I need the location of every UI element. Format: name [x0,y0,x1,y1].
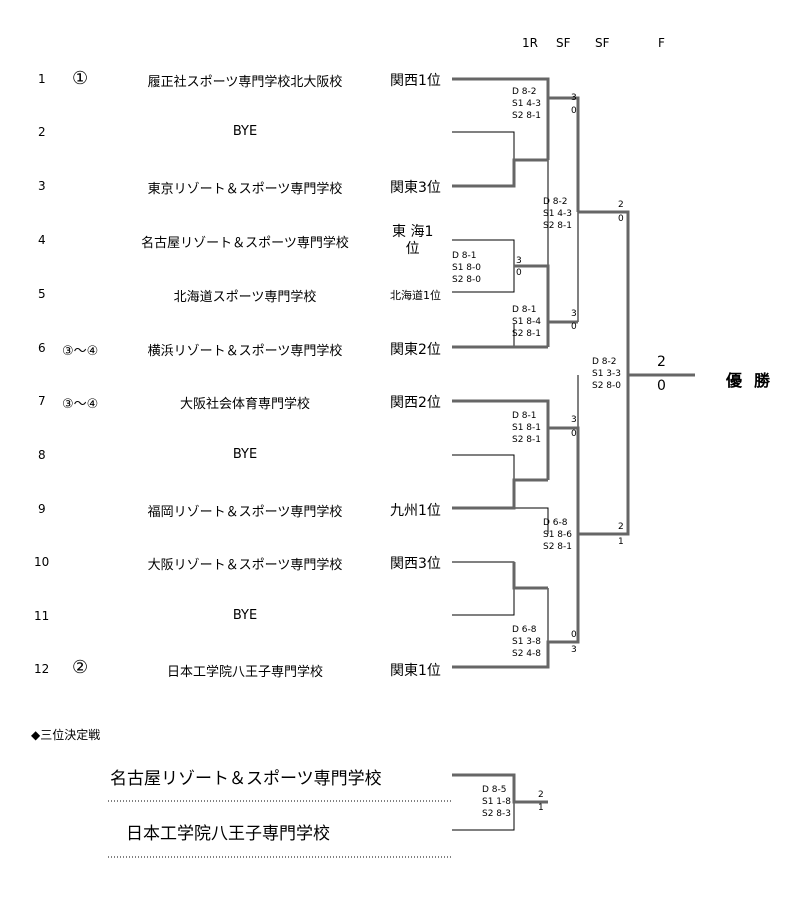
entry-qualifier: 関東2位 [390,342,441,358]
third-place-dotted-lines [108,800,452,858]
match-score-m1012: D 6-8 S1 3-8 S2 4-8 [512,625,541,659]
match-result-top: 3 [571,309,577,319]
entry-qualifier: 関西1位 [390,73,441,89]
round-header-sf-2: SF [595,36,610,50]
bracket-winner-lines [452,77,695,804]
entry-number: 3 [38,179,46,193]
entry-qualifier: 関西3位 [390,556,441,572]
entry-number: 10 [34,555,50,569]
match-score-sf-bottom: D 6-8 S1 8-6 S2 8-1 [543,518,572,552]
match-result-bottom: 1 [618,537,624,547]
match-result-top: 2 [538,790,544,800]
match-result-bottom: 0 [571,429,577,439]
entry-number: 11 [34,609,50,623]
entry-number: 9 [38,502,46,516]
third-place-school-a: 名古屋リゾート＆スポーツ専門学校 [110,769,382,789]
entry-school: 名古屋リゾート＆スポーツ専門学校 [141,236,349,251]
match-result-top: 3 [571,93,577,103]
entry-school: 横浜リゾート＆スポーツ専門学校 [147,344,343,359]
entry-school: BYE [232,608,258,623]
match-result-top: 0 [571,630,577,640]
entry-seed: ② [72,657,89,678]
match-score-m456: D 8-1 S1 8-4 S2 8-1 [512,305,541,339]
entry-number: 12 [34,662,50,676]
entry-seed: ③～④ [62,397,99,412]
round-header-f: F [658,36,665,50]
match-score-m13: D 8-2 S1 4-3 S2 8-1 [512,87,541,121]
third-place-title: ◆三位決定戦 [31,728,101,742]
entry-number: 4 [38,233,46,247]
entry-school: 福岡リゾート＆スポーツ専門学校 [147,505,343,520]
final-result-bottom: 0 [657,378,666,394]
match-result-top: 3 [571,415,577,425]
match-score-sf-top: D 8-2 S1 4-3 S2 8-1 [543,197,572,231]
entry-school: 大阪社会体育専門学校 [179,397,310,412]
match-score-m45: D 8-1 S1 8-0 S2 8-0 [452,251,481,285]
entry-qualifier: 関西2位 [390,395,441,411]
entry-seed: ③～④ [62,344,99,359]
entry-school: 日本工学院八王子専門学校 [166,665,323,680]
entry-school: 大阪リゾート＆スポーツ専門学校 [147,558,343,573]
match-score-final: D 8-2 S1 3-3 S2 8-0 [592,357,621,391]
entry-seed: ① [72,68,89,89]
match-result-bottom: 1 [538,803,544,813]
match-result-top: 2 [618,200,624,210]
champion-label: 優勝 [726,371,783,390]
entry-qualifier: 関東1位 [390,663,441,679]
match-score-m79: D 8-1 S1 8-1 S2 8-1 [512,411,541,445]
third-place-school-b: 日本工学院八王子専門学校 [126,824,330,844]
match-result-top: 3 [516,256,522,266]
entry-school: 北海道スポーツ専門学校 [173,290,317,305]
match-result-top: 2 [618,522,624,532]
match-result-bottom: 0 [618,214,624,224]
entry-number: 7 [38,394,46,408]
entry-number: 5 [38,287,46,301]
entry-qualifier: 北海道1位 [390,289,441,302]
entry-school: BYE [232,447,258,462]
match-result-bottom: 0 [571,106,577,116]
entry-number: 6 [38,341,46,355]
entry-number: 1 [38,72,46,86]
entry-qualifier: 関東3位 [390,180,441,196]
entry-number: 2 [38,125,46,139]
entry-qualifier: 東 海1 位 [392,224,434,257]
round-header-1r: 1R [522,36,538,50]
entry-number: 8 [38,448,46,462]
match-result-bottom: 0 [571,322,577,332]
round-header-sf-1: SF [556,36,571,50]
entry-school: 履正社スポーツ専門学校北大阪校 [147,75,343,90]
final-result-top: 2 [657,354,666,370]
match-result-bottom: 0 [516,268,522,278]
entry-qualifier: 九州1位 [390,503,441,519]
entry-school: BYE [232,124,258,139]
entry-school: 東京リゾート＆スポーツ専門学校 [147,182,343,197]
match-score-third-place: D 8-5 S1 1-8 S2 8-3 [482,785,511,819]
match-result-bottom: 3 [571,645,577,655]
